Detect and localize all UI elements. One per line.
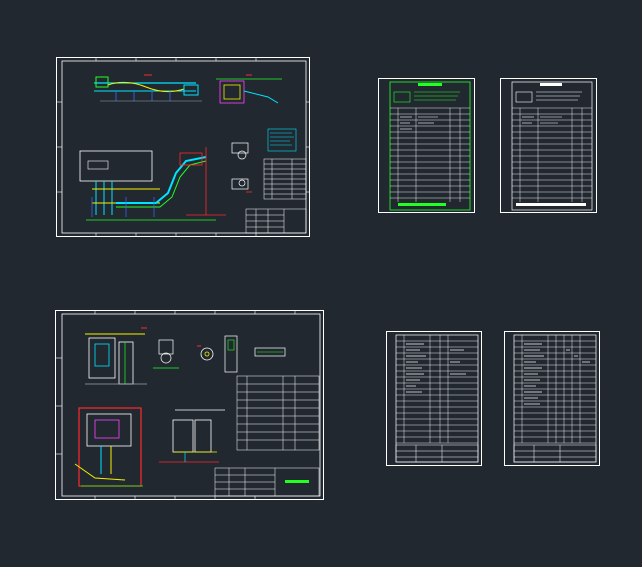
side-view [159, 409, 225, 463]
elevation-view [85, 327, 147, 385]
layout-sheet-2-drawing [55, 310, 324, 500]
material-list-sheet-3[interactable] [386, 331, 482, 466]
notes-block [267, 128, 297, 152]
material-list-sheet-3-drawing [386, 331, 482, 466]
layout-sheet-1[interactable] [56, 57, 310, 237]
elevation-view [94, 74, 202, 102]
layout-sheet-2[interactable] [55, 310, 324, 500]
material-list-sheet-4-drawing [504, 331, 600, 466]
layout-sheet-1-drawing [56, 57, 310, 237]
plan-view [74, 407, 143, 487]
title-block [245, 208, 307, 234]
plan-view [79, 147, 226, 221]
parts-list-table [263, 158, 307, 200]
detail-views [153, 335, 286, 373]
parts-list-table [236, 375, 320, 451]
side-view [216, 74, 282, 104]
material-list-sheet-4[interactable] [504, 331, 600, 466]
title-block [214, 467, 320, 497]
detail-views [231, 142, 252, 193]
material-list-sheet-2[interactable] [500, 78, 597, 213]
material-list-sheet-1[interactable] [378, 78, 475, 213]
material-list-sheet-1-drawing [378, 78, 475, 213]
material-list-sheet-2-drawing [500, 78, 597, 213]
